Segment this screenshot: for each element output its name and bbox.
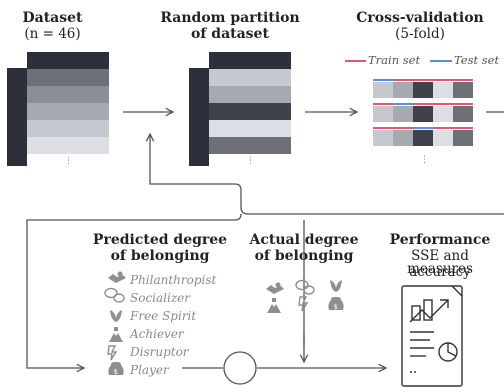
cv-title: Cross-validation [356, 10, 484, 26]
type-disruptor: Disruptor [130, 345, 189, 359]
repeat-circle [223, 351, 257, 385]
predicted-title-line2: of belonging [110, 248, 210, 264]
cv-folds-grid: ⋮ [373, 79, 473, 165]
svg-text:⋮: ⋮ [64, 156, 73, 166]
chat-bubbles-icon [295, 279, 315, 295]
dataset-size: (n = 46) [24, 26, 81, 42]
svg-text:$: $ [114, 368, 118, 376]
hand-heart-icon [108, 271, 126, 283]
achiever-icon [267, 298, 281, 313]
type-socializer: Socializer [130, 291, 190, 305]
dataset-table: ⋮ [7, 52, 109, 166]
partition-table: ⋮ [189, 52, 291, 166]
legend-train-label: Train set [368, 53, 421, 67]
dataset-title: Dataset [22, 10, 83, 26]
legend-test-label: Test set [454, 53, 500, 67]
arrow-to-predicted [26, 213, 242, 368]
performance-title: Performance [389, 232, 491, 248]
svg-text:⋮: ⋮ [420, 155, 429, 165]
chat-bubbles-icon [104, 287, 125, 303]
partition-title-line2: of dataset [191, 26, 269, 42]
performance-sub-line2: measures [407, 261, 473, 277]
free-spirit-icon [110, 310, 122, 322]
svg-text:⋮: ⋮ [246, 156, 255, 166]
predicted-icons: $ [104, 271, 126, 376]
partition-title-line1: Random partition [160, 10, 300, 26]
achiever-icon [109, 327, 123, 342]
svg-text:$: $ [334, 303, 338, 311]
type-philanthropist: Philanthropist [130, 273, 217, 287]
type-achiever: Achiever [130, 327, 184, 341]
hand-heart-icon [266, 282, 284, 294]
money-bag-icon: $ [328, 297, 344, 311]
money-bag-icon: $ [108, 362, 124, 376]
type-player: Player [130, 363, 169, 377]
disruptor-icon [107, 345, 118, 361]
disruptor-icon [298, 296, 309, 312]
performance-sub-line1: SSE and accuracy [409, 248, 471, 280]
cv-folds: (5-fold) [395, 26, 445, 42]
actual-icons: $ [266, 279, 344, 313]
report-chart-icon [401, 285, 463, 387]
predicted-title-line1: Predicted degree [92, 232, 228, 248]
loop-back-arrow [150, 134, 504, 215]
type-free-spirit: Free Spirit [130, 309, 197, 323]
free-spirit-icon [330, 280, 342, 292]
